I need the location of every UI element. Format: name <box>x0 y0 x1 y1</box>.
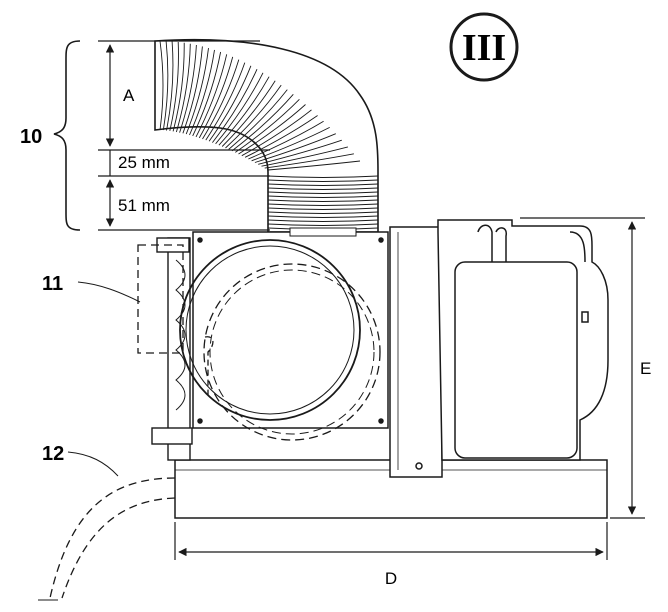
duct-rib <box>198 56 234 139</box>
duct-rib <box>192 51 222 137</box>
duct-rib <box>264 153 354 169</box>
duct-rib <box>267 211 379 214</box>
dimension-51mm-label: 51 mm <box>118 196 170 215</box>
duct-rib <box>267 219 379 222</box>
duct-rib <box>208 65 252 142</box>
duct-rib <box>202 59 240 140</box>
duct-rib <box>267 187 379 190</box>
duct-rib <box>218 76 270 146</box>
duct-rib <box>267 207 379 210</box>
compressor <box>437 219 609 461</box>
duct-rib <box>267 179 379 182</box>
duct-rib <box>189 49 215 136</box>
duct-dimensions <box>53 40 270 231</box>
control-box-outline <box>137 244 184 354</box>
condenser-frame <box>151 237 193 461</box>
duct-rib <box>159 40 164 131</box>
callout-10: 10 <box>20 126 42 148</box>
mounting-bracket <box>389 226 443 478</box>
duct-rib <box>179 44 197 133</box>
duct-rib <box>182 46 203 134</box>
dimension-a-label: A <box>123 86 135 105</box>
duct-rib <box>195 54 228 138</box>
duct-rib <box>267 191 379 194</box>
duct-rib <box>251 126 330 162</box>
duct-rib <box>267 183 379 186</box>
duct-rib <box>205 62 246 141</box>
duct-rib <box>267 203 379 206</box>
duct-rib <box>241 109 312 157</box>
dimension-e-label: E <box>640 359 651 378</box>
duct-rib <box>221 80 276 147</box>
duct-rib <box>267 160 361 171</box>
duct-rib <box>258 139 342 165</box>
duct-rib <box>238 104 306 155</box>
duct-rib <box>254 133 336 163</box>
duct-rib <box>162 41 169 131</box>
duct-rib <box>215 72 264 145</box>
duct-rib <box>225 84 282 149</box>
duct-rib <box>212 69 258 143</box>
duct-rib <box>166 41 174 131</box>
section-badge: III <box>449 12 519 82</box>
callout-12-leader <box>67 451 119 477</box>
duct-rib <box>267 199 379 202</box>
duct-rib <box>244 115 318 158</box>
dimension-d-label: D <box>385 569 397 588</box>
callout-11-leader <box>77 281 141 303</box>
duct-rib <box>235 98 300 153</box>
duct-rib <box>261 146 349 167</box>
dimension-25mm-label: 25 mm <box>118 153 170 172</box>
duct-rib <box>267 223 379 226</box>
duct-rib <box>169 41 179 132</box>
duct-rib <box>267 175 379 178</box>
duct-rib <box>267 215 379 218</box>
duct-rib <box>185 48 209 135</box>
dimension-e <box>520 217 645 519</box>
duct-rib <box>231 94 294 152</box>
fan-housing <box>179 227 389 441</box>
duct-rib <box>267 195 379 198</box>
duct-rib <box>228 89 288 150</box>
flexible-duct-icon <box>154 38 379 233</box>
callout-11: 11 <box>42 273 63 295</box>
duct-rib <box>248 120 324 160</box>
duct-rib <box>175 43 191 133</box>
callout-12: 12 <box>42 443 64 465</box>
dimension-d <box>174 522 608 560</box>
duct-rib <box>172 42 185 132</box>
badge-text: III <box>462 27 506 69</box>
drain-hose-icon <box>49 477 176 599</box>
